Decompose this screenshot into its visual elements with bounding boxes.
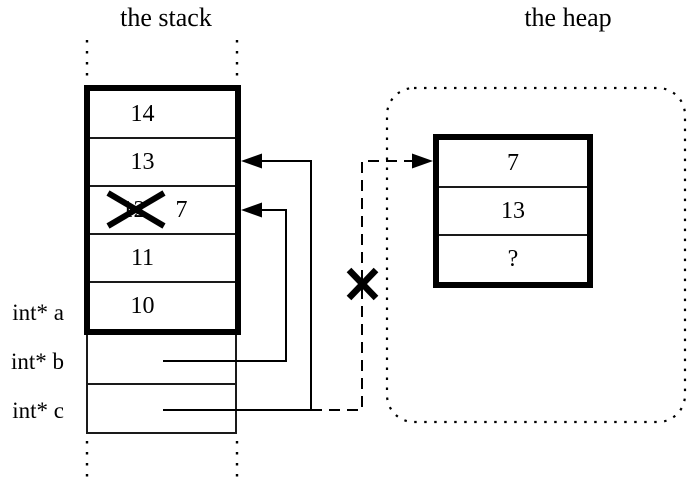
stack-title: the stack <box>120 3 212 32</box>
dangling-pointer-arrowhead-right-icon <box>412 153 433 169</box>
broken-link-x-icon <box>346 267 379 301</box>
crossed-out-old-value: 12 <box>121 196 146 223</box>
heap-cell: ? <box>439 236 587 282</box>
heap-title: the heap <box>524 3 612 32</box>
new-value: 7 <box>175 196 188 223</box>
heap-cell: 7 <box>439 140 587 188</box>
pointer-label-a: int* a <box>12 300 64 325</box>
stack-cell: 14 <box>90 91 235 139</box>
heap-cell-value: 13 <box>501 197 525 224</box>
stack-cell: 10 <box>90 283 235 329</box>
heap-cell: 13 <box>439 188 587 236</box>
stack-cell-value: 11 <box>130 244 155 271</box>
heap-cell-value: 7 <box>507 149 519 176</box>
pointer-b-arrowhead-left-icon <box>241 202 262 218</box>
pointer-cell-c <box>88 385 235 433</box>
stack-cell: 13 <box>90 139 235 187</box>
heap-cell-value: ? <box>507 245 519 272</box>
stack-cell-value: 10 <box>130 292 155 319</box>
stack-pointer-cells <box>86 335 237 434</box>
heap-block-box: 7 13 ? <box>433 134 593 288</box>
pointer-label-c: int* c <box>12 398 64 423</box>
stack-frame-box: 14 13 12 7 11 10 <box>84 85 241 335</box>
stack-cell: 11 <box>90 235 235 283</box>
pointer-label-b: int* b <box>10 349 64 374</box>
dangling-pointer-dashed-line <box>311 160 414 411</box>
pointer-cell-b <box>88 335 235 385</box>
stack-cell-value: 14 <box>130 100 155 127</box>
pointer-c-arrowhead-left-icon <box>241 153 262 169</box>
stack-cell-reassigned: 12 7 <box>90 187 235 235</box>
stack-cell-value: 13 <box>130 148 155 175</box>
